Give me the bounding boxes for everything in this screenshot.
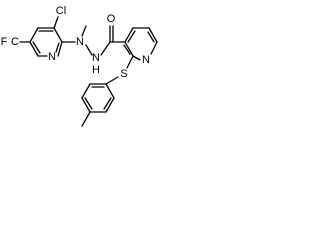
ring-bond-double [103, 97, 112, 110]
ring-bond [148, 27, 158, 43]
pyridine-nitrogen-label: N [48, 51, 56, 63]
ring-bond [132, 55, 141, 61]
right-pyridine-ring [109, 27, 158, 61]
amide-nitrogen-label: N [92, 52, 100, 64]
trifluoromethyl-group: F C [1, 36, 19, 48]
ring-bond [81, 97, 91, 113]
ring-bond-double [55, 42, 60, 53]
n-c-amide-bond [100, 41, 111, 56]
c-cl-bond [53, 16, 59, 29]
fluorine-label: F [1, 36, 8, 48]
left-pyridine-ring [29, 27, 63, 57]
n-methyl-bond [81, 25, 87, 37]
ring-bond-double [127, 30, 136, 43]
ring-bond [81, 83, 91, 99]
oxygen-label: O [107, 13, 116, 25]
methyl-bond [81, 111, 91, 127]
ring-bond [53, 27, 63, 43]
ring-bond [105, 97, 115, 113]
tolyl-ring [81, 83, 115, 113]
ring-bond-double [123, 44, 131, 55]
chlorine-atom-label: Cl [56, 5, 66, 17]
ring-bond [124, 41, 134, 57]
ring-bond-double [147, 31, 155, 43]
ring-bond-double [32, 41, 41, 54]
ring-bond [150, 41, 158, 55]
chemical-structure-diagram: Cl F C N N N H O N S [1, 5, 158, 127]
ring-bond [57, 41, 63, 57]
n-n-bond [85, 44, 93, 56]
carbon-label: C [11, 36, 19, 48]
s-aryl-bond [105, 76, 119, 85]
ring-bond [105, 83, 115, 99]
ring-bond [29, 41, 39, 57]
ring-bond [29, 27, 39, 43]
ring-bond-double [84, 97, 93, 110]
c-s-bond [126, 55, 134, 69]
pyridine-nitrogen-label: N [142, 54, 150, 66]
hydrogen-label: H [92, 64, 100, 76]
sulfur-label: S [120, 68, 127, 80]
methylated-nitrogen-label: N [76, 36, 84, 48]
ring-bond [124, 27, 134, 43]
